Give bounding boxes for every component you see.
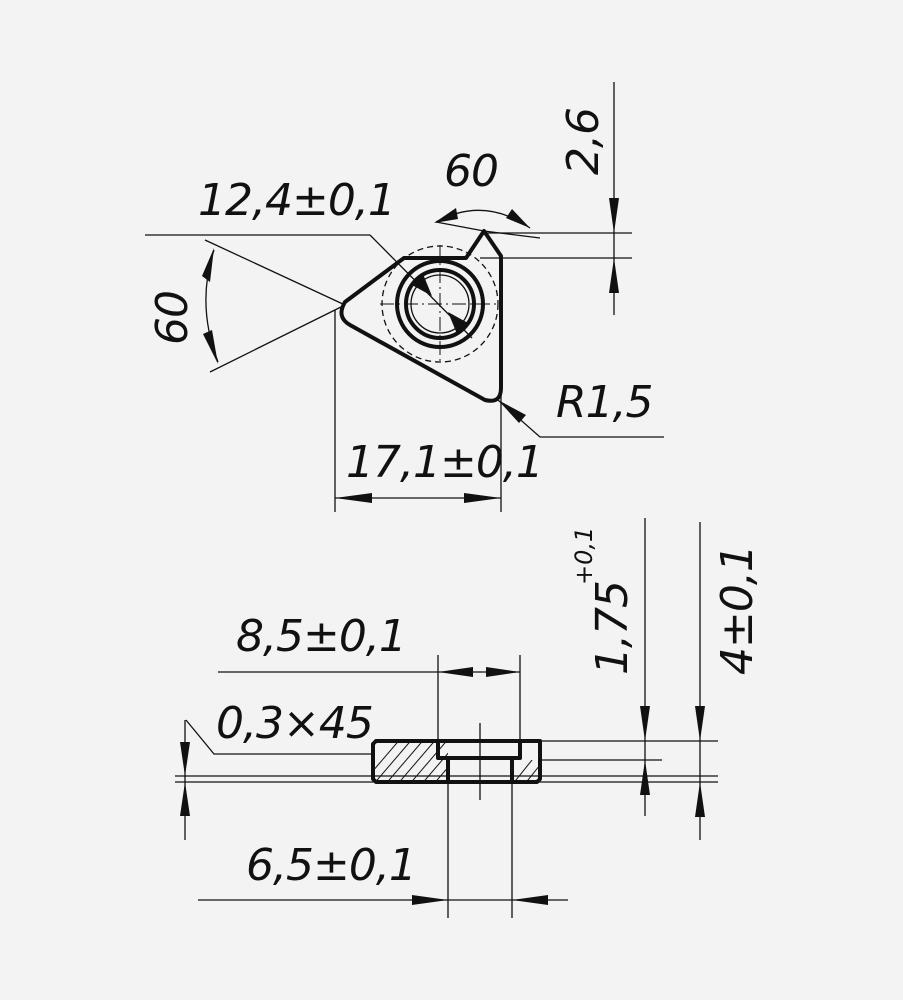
bore-label: 6,5±0,1 (246, 840, 416, 891)
width-label: 17,1±0,1 (346, 437, 543, 488)
counterbore-step (436, 741, 522, 760)
diameter-arrow-1 (412, 274, 432, 296)
angle-top-arrow-2 (506, 209, 530, 228)
angle-top-ext-1 (435, 221, 485, 232)
counterbore-label: 8,5±0,1 (236, 611, 406, 662)
angle-left-ext-1 (204, 239, 346, 306)
radius-arrow (498, 400, 526, 423)
depth-label: 1,75 (587, 581, 638, 675)
chamfer-arrow-2 (180, 782, 190, 816)
angle-top-arrow-1 (434, 208, 458, 223)
depth-tolerance-label: +0,1 (570, 527, 598, 585)
insert-outline (339, 229, 503, 403)
chamfer-leader (185, 719, 372, 755)
height-arrow-1 (695, 706, 705, 741)
width-arrow-1 (335, 493, 372, 503)
radius-label: R1,5 (556, 377, 653, 428)
thickness-label: 2,6 (558, 108, 609, 175)
counterbore-arrow-2 (486, 667, 520, 677)
thickness-arrow-2 (609, 258, 619, 293)
section-hatch-right (513, 760, 540, 782)
angle-left-arrow-1 (202, 248, 214, 282)
counterbore-arrow-1 (438, 667, 473, 677)
bore-arrow-2 (512, 895, 548, 905)
diameter-arrow-2 (448, 312, 468, 334)
angle-left-ext-2 (209, 304, 346, 373)
depth-arrow-1 (640, 706, 650, 741)
depth-arrow-2 (640, 760, 650, 795)
diameter-label: 12,4±0,1 (198, 175, 395, 226)
bore-arrow-1 (412, 895, 448, 905)
chamfer-arrow-1 (180, 742, 190, 776)
width-arrow-2 (464, 493, 501, 503)
angle-left-arrow-2 (203, 330, 218, 364)
chamfer-label: 0,3×45 (216, 698, 373, 749)
angle-top-ext-2 (483, 230, 541, 239)
thickness-arrow-1 (609, 198, 619, 233)
height-label: 4±0,1 (712, 545, 763, 675)
height-arrow-2 (695, 782, 705, 817)
top-view: 12,4±0,1 60 2,6 60 R1,5 17,1±0,1 (145, 82, 664, 512)
side-view: 8,5±0,1 0,3×45 6,5±0,1 1,75 +0,1 4±0,1 (175, 518, 763, 918)
angle-top-label: 60 (444, 146, 498, 197)
angle-left-label: 60 (147, 291, 198, 345)
